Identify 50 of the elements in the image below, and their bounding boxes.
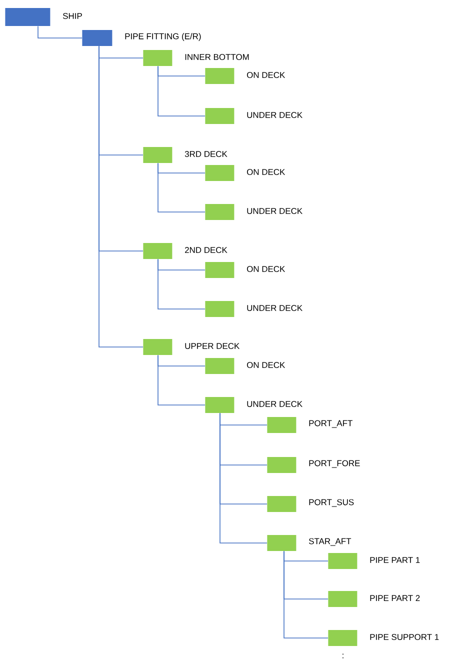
tree-node: PIPE SUPPORT 1: [328, 630, 439, 646]
node-label: STAR_AFT: [308, 538, 352, 546]
tree-node: PIPE FITTING (E/R): [82, 30, 201, 46]
connector-line: [284, 550, 328, 638]
tree-node: 3RD DECK: [143, 147, 228, 163]
connector-line: [158, 66, 206, 116]
node-label: PORT_AFT: [309, 420, 352, 428]
tree-node: PORT_FORE: [267, 457, 360, 473]
node-label: ON DECK: [247, 362, 286, 368]
node-label: UNDER DECK: [247, 305, 302, 311]
connector-line: [158, 354, 206, 406]
node-label: 3RD DECK: [184, 151, 228, 157]
connector-line: [98, 46, 144, 348]
node-label: PIPE PART 1: [370, 557, 420, 563]
node-label: UPPER DECK: [185, 343, 240, 349]
tree-node: PIPE PART 1: [328, 553, 420, 569]
tree-node: INNER BOTTOM: [143, 50, 249, 66]
tree-node: UPPER DECK: [143, 339, 240, 355]
node-label: 2ND DECK: [185, 247, 228, 253]
node-label: ON DECK: [247, 169, 286, 175]
tree-node: PIPE PART 2: [328, 591, 420, 607]
tree-node: ON DECK: [205, 165, 286, 181]
node-label: SHIP: [62, 13, 82, 19]
node-label: PORT_FORE: [309, 460, 360, 468]
node-label: UNDER DECK: [247, 401, 302, 407]
node-label: ON DECK: [247, 266, 286, 272]
node-label: PORT_SUS: [309, 499, 354, 507]
tree-node: ON DECK: [205, 358, 286, 374]
node-label: PIPE FITTING (E/R): [125, 33, 201, 41]
node-label: PIPE SUPPORT 1: [370, 634, 439, 640]
tree-node: ON DECK: [205, 68, 286, 84]
tree-node: UNDER DECK: [205, 301, 302, 317]
connector-line: [220, 412, 268, 544]
tree-node: ON DECK: [205, 262, 286, 278]
tree-node: SHIP: [5, 8, 82, 26]
connector-line: [38, 26, 82, 38]
tree-node: UNDER DECK: [205, 204, 302, 220]
node-label: ON DECK: [247, 72, 286, 78]
tree-node: PORT_SUS: [267, 496, 354, 512]
tree-node: UNDER DECK: [205, 108, 302, 124]
node-label: UNDER DECK: [247, 208, 302, 214]
node-label: PIPE PART 2: [370, 595, 420, 601]
tree-node: STAR_AFT: [267, 535, 352, 551]
tree-node: 2ND DECK: [143, 243, 228, 259]
connector-line: [158, 162, 206, 212]
node-label: INNER BOTTOM: [185, 54, 249, 60]
node-label: UNDER DECK: [247, 112, 302, 118]
tree-node: PORT_AFT: [267, 417, 352, 433]
connector-line: [158, 258, 206, 310]
tree-node: UNDER DECK: [205, 397, 302, 413]
